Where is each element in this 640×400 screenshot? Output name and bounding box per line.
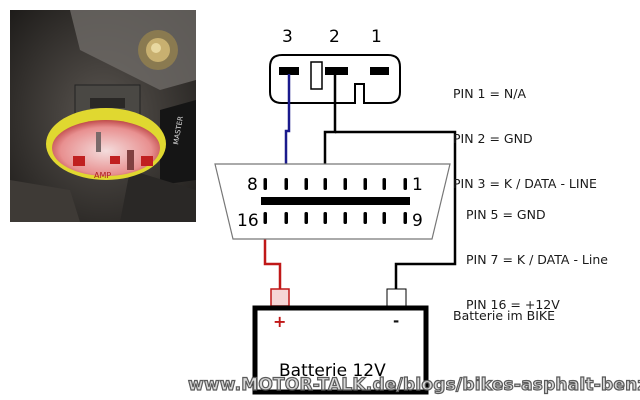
legend-pin2: PIN 2 = GND <box>453 131 533 146</box>
battery-body <box>252 305 429 395</box>
top-pin-2 <box>325 67 348 75</box>
obd-pin-6 <box>304 178 308 190</box>
photo-marking: AMP <box>94 171 111 180</box>
wire-k-data-line <box>284 74 291 190</box>
obd-pin-12 <box>343 212 347 224</box>
obd-center-bar <box>261 197 410 205</box>
obd-pin-8 <box>263 178 267 190</box>
legend-pin5: PIN 5 = GND <box>466 207 546 222</box>
obd-pin-5 <box>323 178 327 190</box>
legend-pin7: PIN 7 = K / DATA - Line <box>466 252 608 267</box>
obd-pin-7 <box>284 178 288 190</box>
obd-label-8: 8 <box>247 175 258 195</box>
top-connector-legend: PIN 1 = N/A PIN 2 = GND PIN 3 = K / DATA… <box>453 56 597 221</box>
obd-label-16: 16 <box>237 211 259 231</box>
obd-pin-9 <box>403 212 407 224</box>
top-pin-number-1: 1 <box>371 27 382 47</box>
obd-pin-14 <box>304 212 308 224</box>
obd-pin-2 <box>382 178 386 190</box>
battery-plus-terminal <box>270 288 290 307</box>
battery-caption: Batterie im BIKE <box>453 308 555 323</box>
battery-minus-terminal <box>386 288 407 307</box>
watermark-link: www.MOTOR-TALK.de/blogs/bikes-asphalt-be… <box>187 374 640 395</box>
obd-pin-3 <box>363 178 367 190</box>
obd-pin-15 <box>284 212 288 224</box>
obd-label-9: 9 <box>412 211 423 231</box>
wire-ground-obd <box>323 74 337 190</box>
wire-plus-12v <box>263 225 282 290</box>
top-pin-1 <box>370 67 389 75</box>
legend-pin1: PIN 1 = N/A <box>453 86 527 101</box>
top-pin-number-3: 3 <box>282 27 293 47</box>
top-key <box>310 61 323 90</box>
battery-label: Batterie 12V <box>279 361 386 381</box>
legend-pin16: PIN 16 = +12V <box>466 297 560 312</box>
obd-pin-16 <box>263 212 267 224</box>
legend-pin3: PIN 3 = K / DATA - LINE <box>453 176 597 191</box>
obd-connector-legend: PIN 5 = GND PIN 7 = K / DATA - Line PIN … <box>466 177 608 342</box>
obd-pin-11 <box>363 212 367 224</box>
obd-pin-13 <box>323 212 327 224</box>
obd-pins-top <box>263 178 407 190</box>
obd-label-1: 1 <box>412 175 423 195</box>
obd-pin-1 <box>403 178 407 190</box>
obd-pin-4 <box>343 178 347 190</box>
battery-minus-sign: - <box>393 312 400 330</box>
wire-ground-battery <box>335 130 457 291</box>
obd-pins-bottom <box>263 212 407 224</box>
top-pin-number-2: 2 <box>329 27 340 47</box>
connector-photo: MASTER AMP <box>10 10 196 222</box>
obd-pin-10 <box>382 212 386 224</box>
battery-plus-sign: + <box>273 312 287 331</box>
top-pin-3 <box>279 67 299 75</box>
